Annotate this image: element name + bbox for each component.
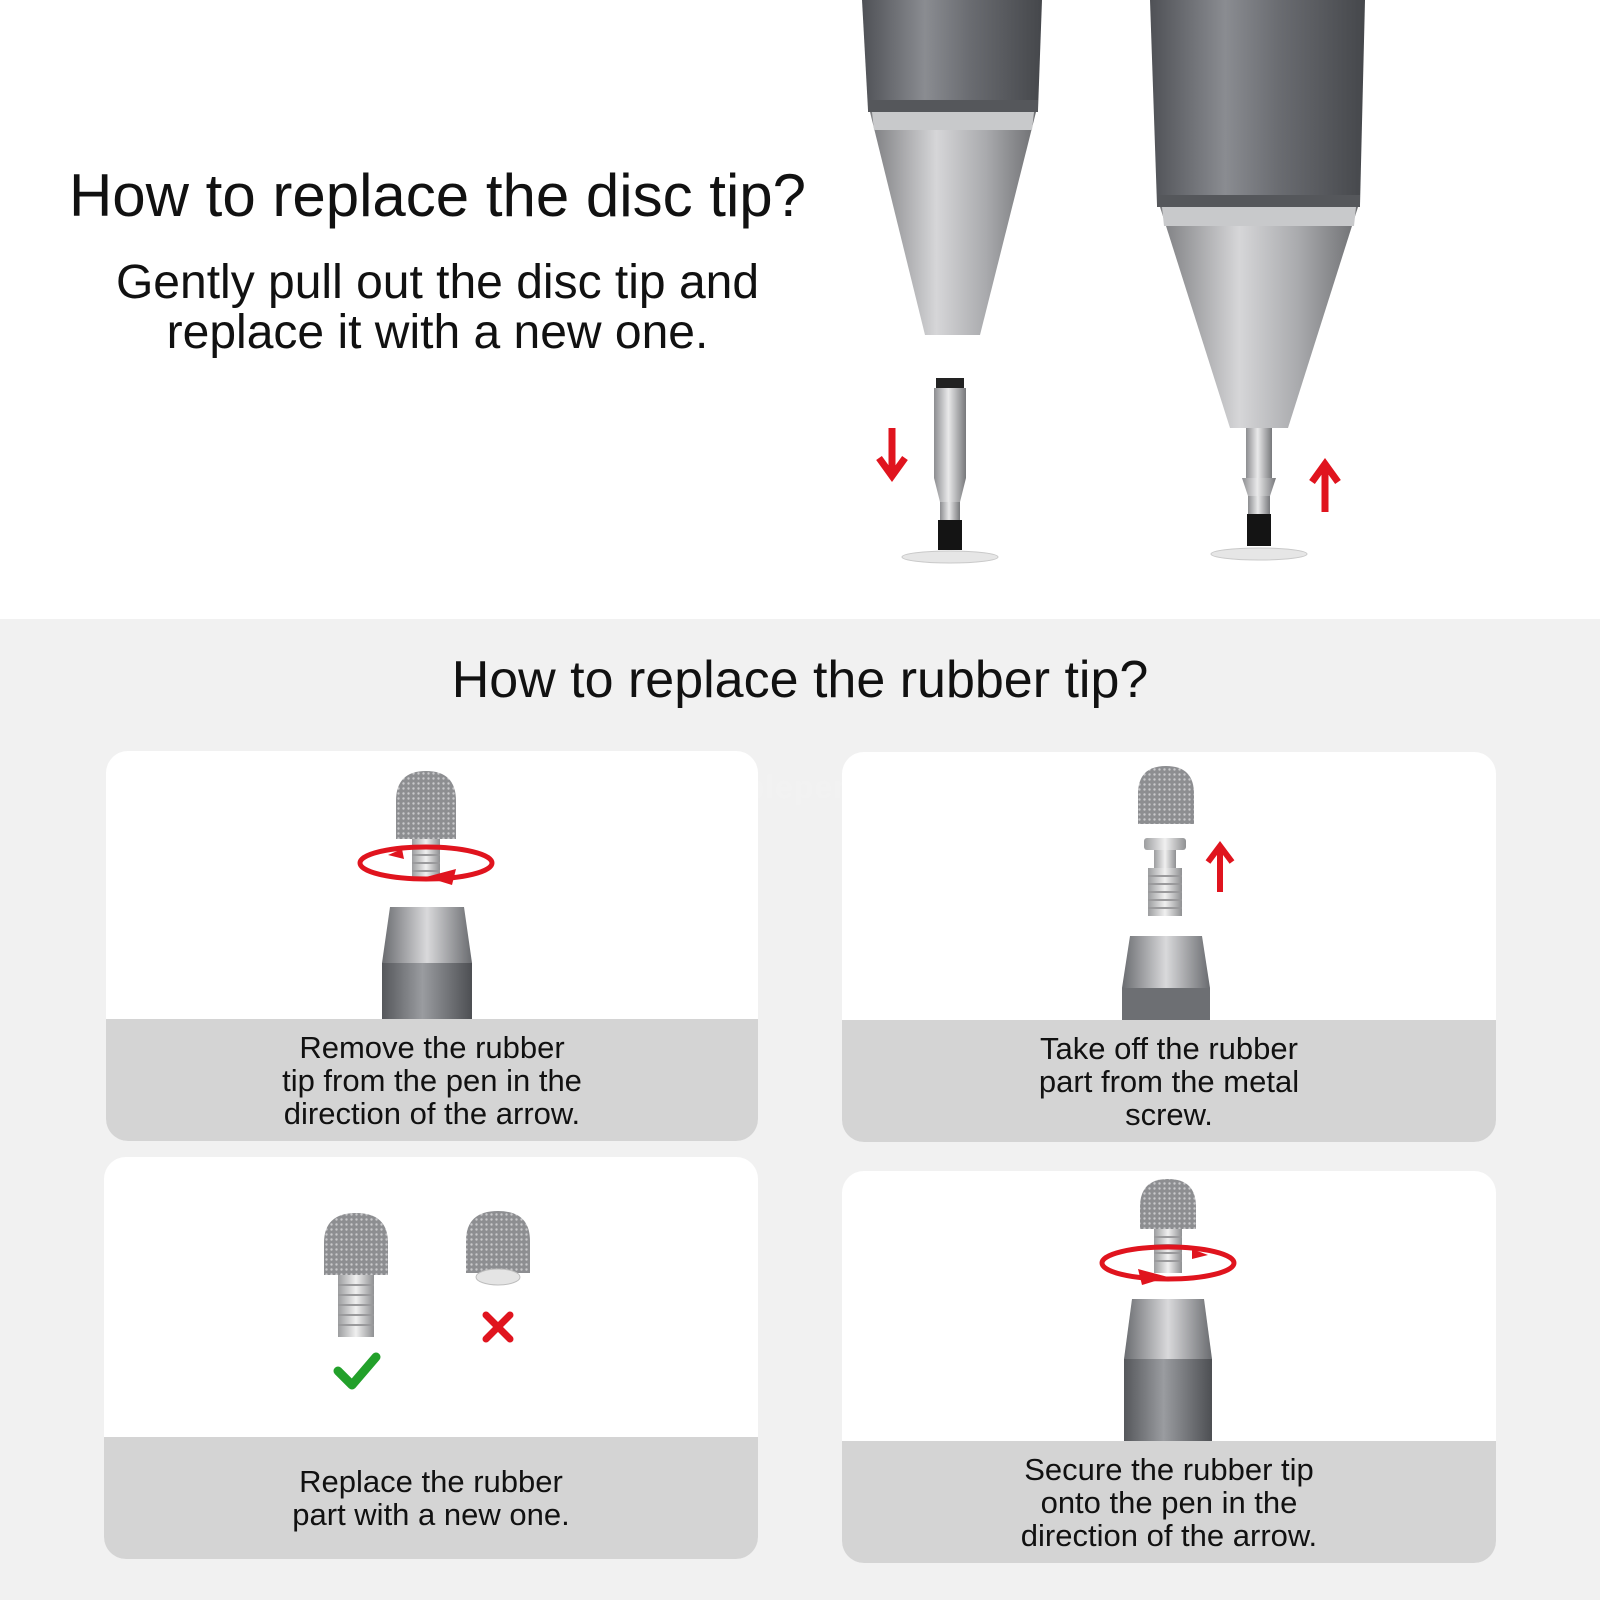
disc-tip-description: Gently pull out the disc tip and replace…	[0, 258, 875, 358]
step-card-replace-rubber: Replace the rubber part with a new one.	[104, 1157, 758, 1559]
disc-tip-description-line: replace it with a new one.	[166, 306, 709, 359]
disc-tip-illustration	[862, 0, 1365, 564]
step-3-illustration	[324, 1211, 530, 1390]
pen-left	[862, 0, 1042, 335]
step-2-illustration	[1122, 766, 1235, 1022]
disc-tip-title: How to replace the disc tip?	[68, 162, 807, 229]
rotate-arrow-icon	[357, 844, 495, 885]
metal-screw	[1144, 838, 1186, 916]
arrow-up-icon	[1309, 458, 1341, 512]
disc-tip-section: How to replace the disc tip? Gently pull…	[0, 0, 1600, 619]
step-1-illustration	[357, 771, 495, 1021]
rubber-tip-section: How to replace the rubber tip? Noblepen	[0, 619, 1600, 1600]
caption-line: part with a new one.	[292, 1497, 570, 1532]
caption-line: Remove the rubber	[299, 1029, 565, 1065]
old-rubber-part	[466, 1211, 530, 1286]
new-rubber-tip	[324, 1213, 388, 1337]
step-4-illustration	[1099, 1179, 1237, 1441]
caption-line: tip from the pen in the	[282, 1062, 582, 1098]
pen-tip	[382, 907, 472, 1021]
step-4-caption: Secure the rubber tip onto the pen in th…	[842, 1441, 1496, 1563]
check-icon	[333, 1352, 381, 1390]
arrow-up-icon	[1205, 841, 1235, 892]
pen-tip	[1122, 936, 1210, 1022]
step-3-caption: Replace the rubber part with a new one.	[104, 1437, 758, 1559]
rotate-arrow-icon	[1099, 1244, 1237, 1285]
step-card-take-off-rubber: Take off the rubber part from the metal …	[842, 752, 1496, 1142]
step-2-caption: Take off the rubber part from the metal …	[842, 1020, 1496, 1142]
caption-line: direction of the arrow.	[1020, 1517, 1318, 1553]
step-card-remove-tip: Remove the rubber tip from the pen in th…	[106, 751, 758, 1141]
disc-tip-description-line: Gently pull out the disc tip and	[115, 256, 760, 309]
caption-line: onto the pen in the	[1040, 1484, 1298, 1520]
arrow-down-icon	[876, 428, 908, 482]
caption-line: part from the metal	[1038, 1063, 1300, 1099]
rubber-tip	[1140, 1179, 1196, 1273]
disc-tip-left	[901, 378, 999, 564]
caption-line: direction of the arrow.	[283, 1095, 581, 1131]
disc-tip-right	[1210, 428, 1308, 561]
rubber-tip	[396, 771, 456, 881]
caption-line: Take off the rubber	[1040, 1030, 1298, 1066]
step-1-caption: Remove the rubber tip from the pen in th…	[106, 1019, 758, 1141]
caption-line: screw.	[1125, 1096, 1213, 1132]
step-card-secure-tip: Secure the rubber tip onto the pen in th…	[842, 1171, 1496, 1563]
pen-tip	[1124, 1299, 1212, 1441]
cross-icon	[482, 1311, 514, 1343]
pen-right	[1150, 0, 1365, 428]
caption-line: Replace the rubber	[299, 1464, 563, 1499]
rubber-part	[1138, 766, 1194, 824]
rubber-tip-title: How to replace the rubber tip?	[451, 651, 1149, 709]
caption-line: Secure the rubber tip	[1024, 1451, 1314, 1487]
